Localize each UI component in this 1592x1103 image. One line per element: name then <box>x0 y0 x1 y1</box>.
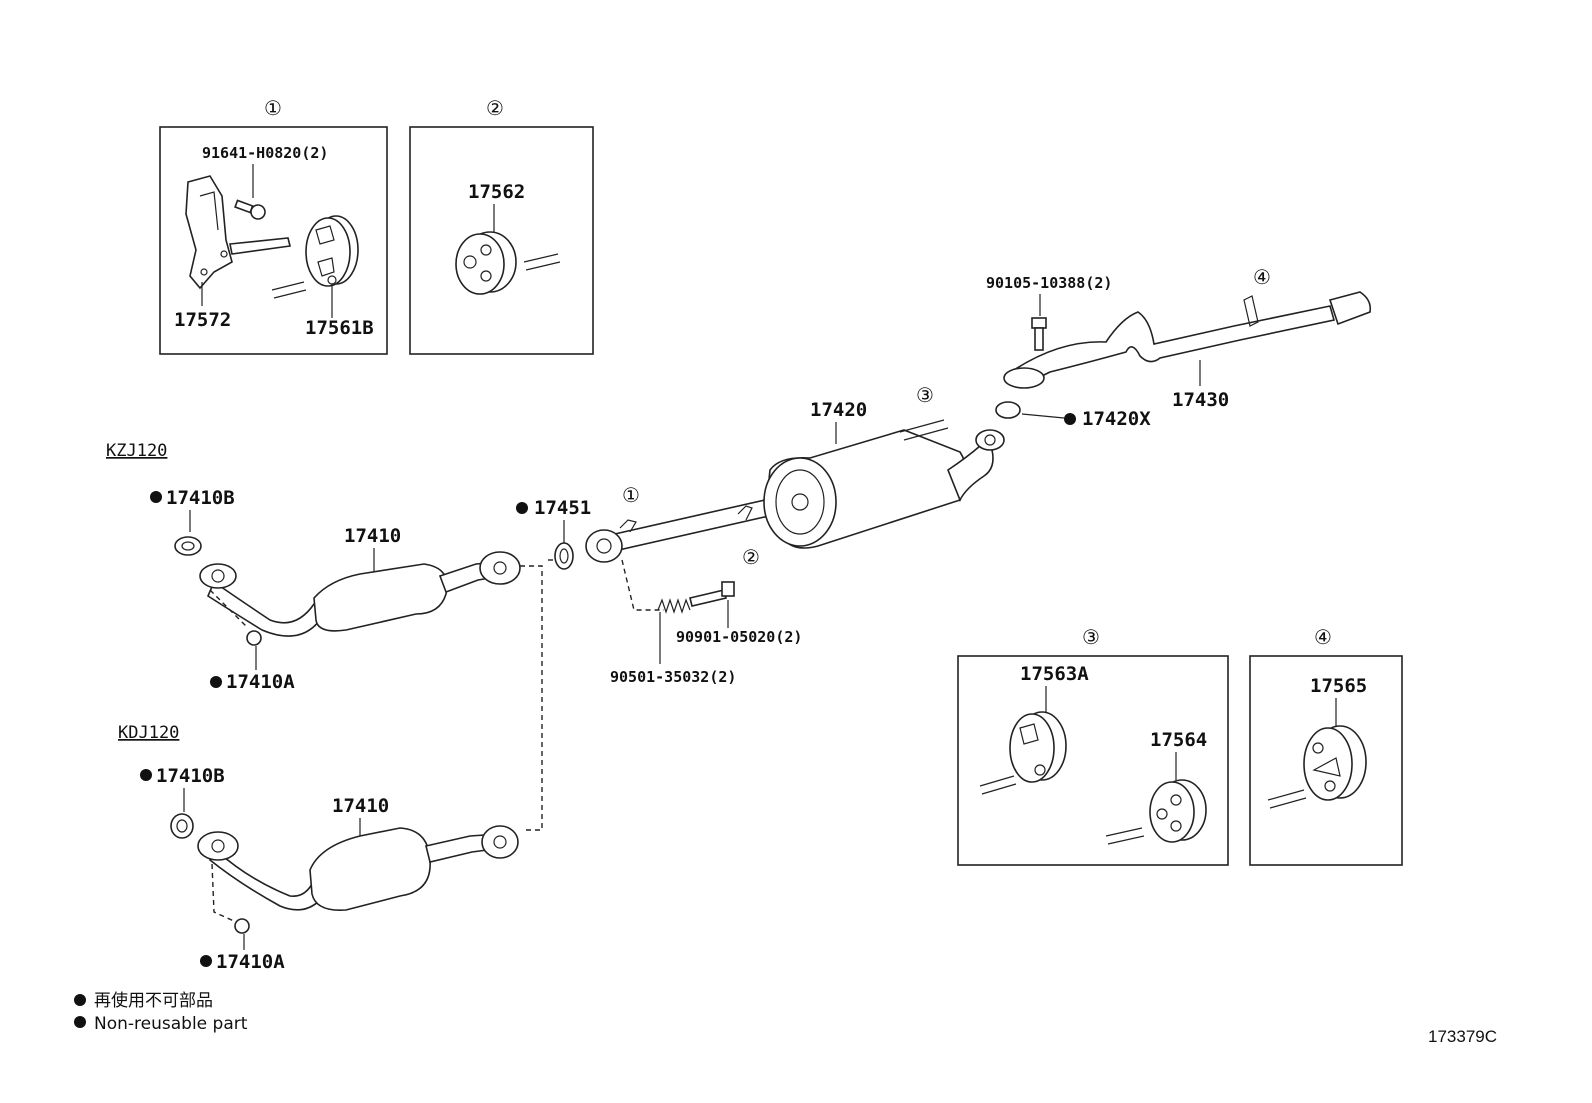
muffler-callout: ③ <box>916 383 934 407</box>
part-label-17561b: 17561B <box>305 317 374 339</box>
non-reusable-dot-icon <box>140 769 152 781</box>
non-reusable-dot-icon <box>150 491 162 503</box>
hanger-17565-icon <box>1303 725 1367 801</box>
inset-3: ③ 17563A 17564 <box>957 625 1229 866</box>
bracket-17572-icon <box>185 175 291 290</box>
inset-1-callout: ① <box>264 96 282 120</box>
tailpipe-17430: 90105-10388(2) ④ 17430 <box>986 265 1372 411</box>
flange-icon <box>481 825 519 859</box>
gasket-17451: 17451 <box>516 497 591 570</box>
part-label-17410a-kzj: 17410A <box>226 671 295 693</box>
diagram-code: 173379C <box>1428 1027 1497 1046</box>
inset-2-callout: ② <box>486 96 504 120</box>
inset-4: ④ 17565 <box>1249 625 1403 866</box>
hanger-17563a-icon <box>1009 711 1067 783</box>
inset-1-frame <box>159 126 388 355</box>
inset-2-frame <box>409 126 594 355</box>
connection-line <box>520 565 543 831</box>
part-label-17420x: 17420X <box>1082 408 1151 430</box>
part-label-17410b-kdj: 17410B <box>156 765 225 787</box>
front-pipe-kdj120: KDJ120 17410B 17410 17410A <box>118 723 519 973</box>
flange-icon <box>585 529 623 563</box>
inset-4-callout: ④ <box>1314 625 1332 649</box>
part-label-17410b-kzj: 17410B <box>166 487 235 509</box>
pipe-callout-2: ② <box>742 545 760 569</box>
part-label-17563a: 17563A <box>1020 663 1089 685</box>
part-label-17430: 17430 <box>1172 389 1229 411</box>
hanger-17564-icon <box>1149 779 1207 843</box>
part-label-17410a-kdj: 17410A <box>216 951 285 973</box>
bolt-spring: 90901-05020(2) 90501-35032(2) <box>610 559 802 686</box>
bolt-90901-icon <box>689 581 735 607</box>
gasket-icon <box>170 813 194 839</box>
tailpipe-callout: ④ <box>1253 265 1271 289</box>
part-label-17572: 17572 <box>174 309 231 331</box>
non-reusable-dot-icon <box>74 994 86 1006</box>
model-label-kdj120: KDJ120 <box>118 723 179 743</box>
non-reusable-dot-icon <box>516 502 528 514</box>
inset-1: ① 91641-H0820(2) 17572 17561B <box>159 96 388 355</box>
part-label-17410-kdj: 17410 <box>332 795 389 817</box>
pipe-callout-1: ① <box>622 483 640 507</box>
muffler-17420: 17420 ③ <box>585 383 1005 563</box>
model-label-kzj120: KZJ120 <box>106 441 167 461</box>
part-label-17410-kzj: 17410 <box>344 525 401 547</box>
inset-3-callout: ③ <box>1082 625 1100 649</box>
non-reusable-dot-icon <box>74 1016 86 1028</box>
nut-icon <box>246 630 262 646</box>
flange-icon <box>197 831 239 861</box>
gasket-17420x: 17420X <box>995 401 1151 430</box>
gasket-icon <box>174 536 202 556</box>
bolt-90105-icon <box>1031 317 1047 351</box>
nut-icon <box>234 918 250 934</box>
inset-2: ② 17562 <box>409 96 594 355</box>
part-label-17451: 17451 <box>534 497 591 519</box>
part-label-91641: 91641-H0820(2) <box>202 144 328 162</box>
flange-icon <box>479 551 521 585</box>
part-label-90501: 90501-35032(2) <box>610 668 736 686</box>
part-label-90105: 90105-10388(2) <box>986 274 1112 292</box>
non-reusable-dot-icon <box>200 955 212 967</box>
legend-text-en: Non-reusable part <box>94 1014 248 1034</box>
part-label-17562: 17562 <box>468 181 525 203</box>
gasket-icon <box>995 401 1021 419</box>
part-label-17565: 17565 <box>1310 675 1367 697</box>
hanger-17562-icon <box>455 231 517 295</box>
inset-4-frame <box>1249 655 1403 866</box>
part-label-90901: 90901-05020(2) <box>676 628 802 646</box>
spring-icon <box>657 598 691 614</box>
legend: 再使用不可部品 Non-reusable part <box>74 990 248 1034</box>
part-label-17564: 17564 <box>1150 729 1207 751</box>
bolt-icon <box>234 199 266 220</box>
inset-3-frame <box>957 655 1229 866</box>
non-reusable-dot-icon <box>210 676 222 688</box>
legend-text-jp: 再使用不可部品 <box>94 990 213 1011</box>
hanger-17561b-icon <box>305 215 359 287</box>
non-reusable-dot-icon <box>1064 413 1076 425</box>
gasket-icon <box>554 542 574 570</box>
front-pipe-kzj120: KZJ120 17410B 17410 17410A <box>106 441 521 693</box>
part-label-17420: 17420 <box>810 399 867 421</box>
flange-icon <box>199 563 237 589</box>
